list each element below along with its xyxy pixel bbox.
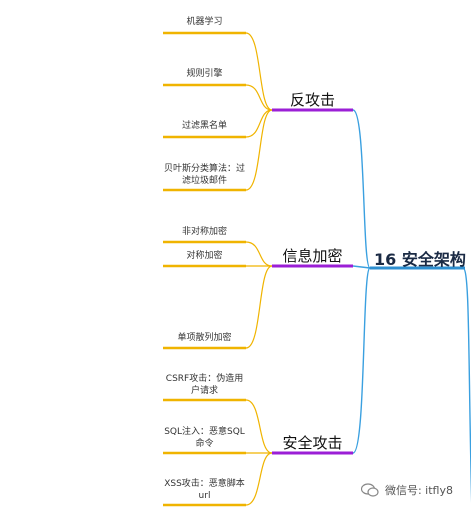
leaf-label: 对称加密 xyxy=(186,251,223,261)
watermark-text: 微信号: itfly8 xyxy=(384,484,453,497)
leaf-label: 贝叶斯分类算法：过滤垃圾邮件 xyxy=(163,164,245,186)
wechat-icon xyxy=(360,483,379,497)
branch-label: 反攻击 xyxy=(289,91,335,109)
leaf-connector xyxy=(245,109,273,138)
leaf-label: SQL注入：恶意SQL命令 xyxy=(164,427,245,449)
leaf-label: XSS攻击：恶意脚本url xyxy=(164,479,245,501)
root-connector-right xyxy=(462,267,471,503)
leaf-connector xyxy=(245,84,273,111)
leaf-connector xyxy=(245,452,273,506)
leaf-label: 单项散列加密 xyxy=(177,333,232,343)
leaf-label: 机器学习 xyxy=(186,17,223,27)
root-connector xyxy=(352,109,371,269)
leaf-label: 过滤黑名单 xyxy=(181,121,227,131)
leaf-connector xyxy=(245,32,273,111)
watermark: 微信号: itfly8 xyxy=(360,482,453,498)
root-connector xyxy=(352,265,371,269)
leaf-connector xyxy=(245,265,273,349)
leaf-connector xyxy=(245,241,273,267)
leaf-label: 非对称加密 xyxy=(181,227,227,237)
leaf-connector xyxy=(245,109,273,191)
leaf-label: CSRF攻击：伪造用户请求 xyxy=(165,374,244,396)
branch-label: 信息加密 xyxy=(282,247,343,265)
root-title: 16 安全架构 xyxy=(374,250,466,269)
leaf-connector xyxy=(245,399,273,454)
leaf-label: 规则引擎 xyxy=(186,69,223,79)
root-connector xyxy=(352,267,371,454)
branch-label: 安全攻击 xyxy=(282,434,343,452)
